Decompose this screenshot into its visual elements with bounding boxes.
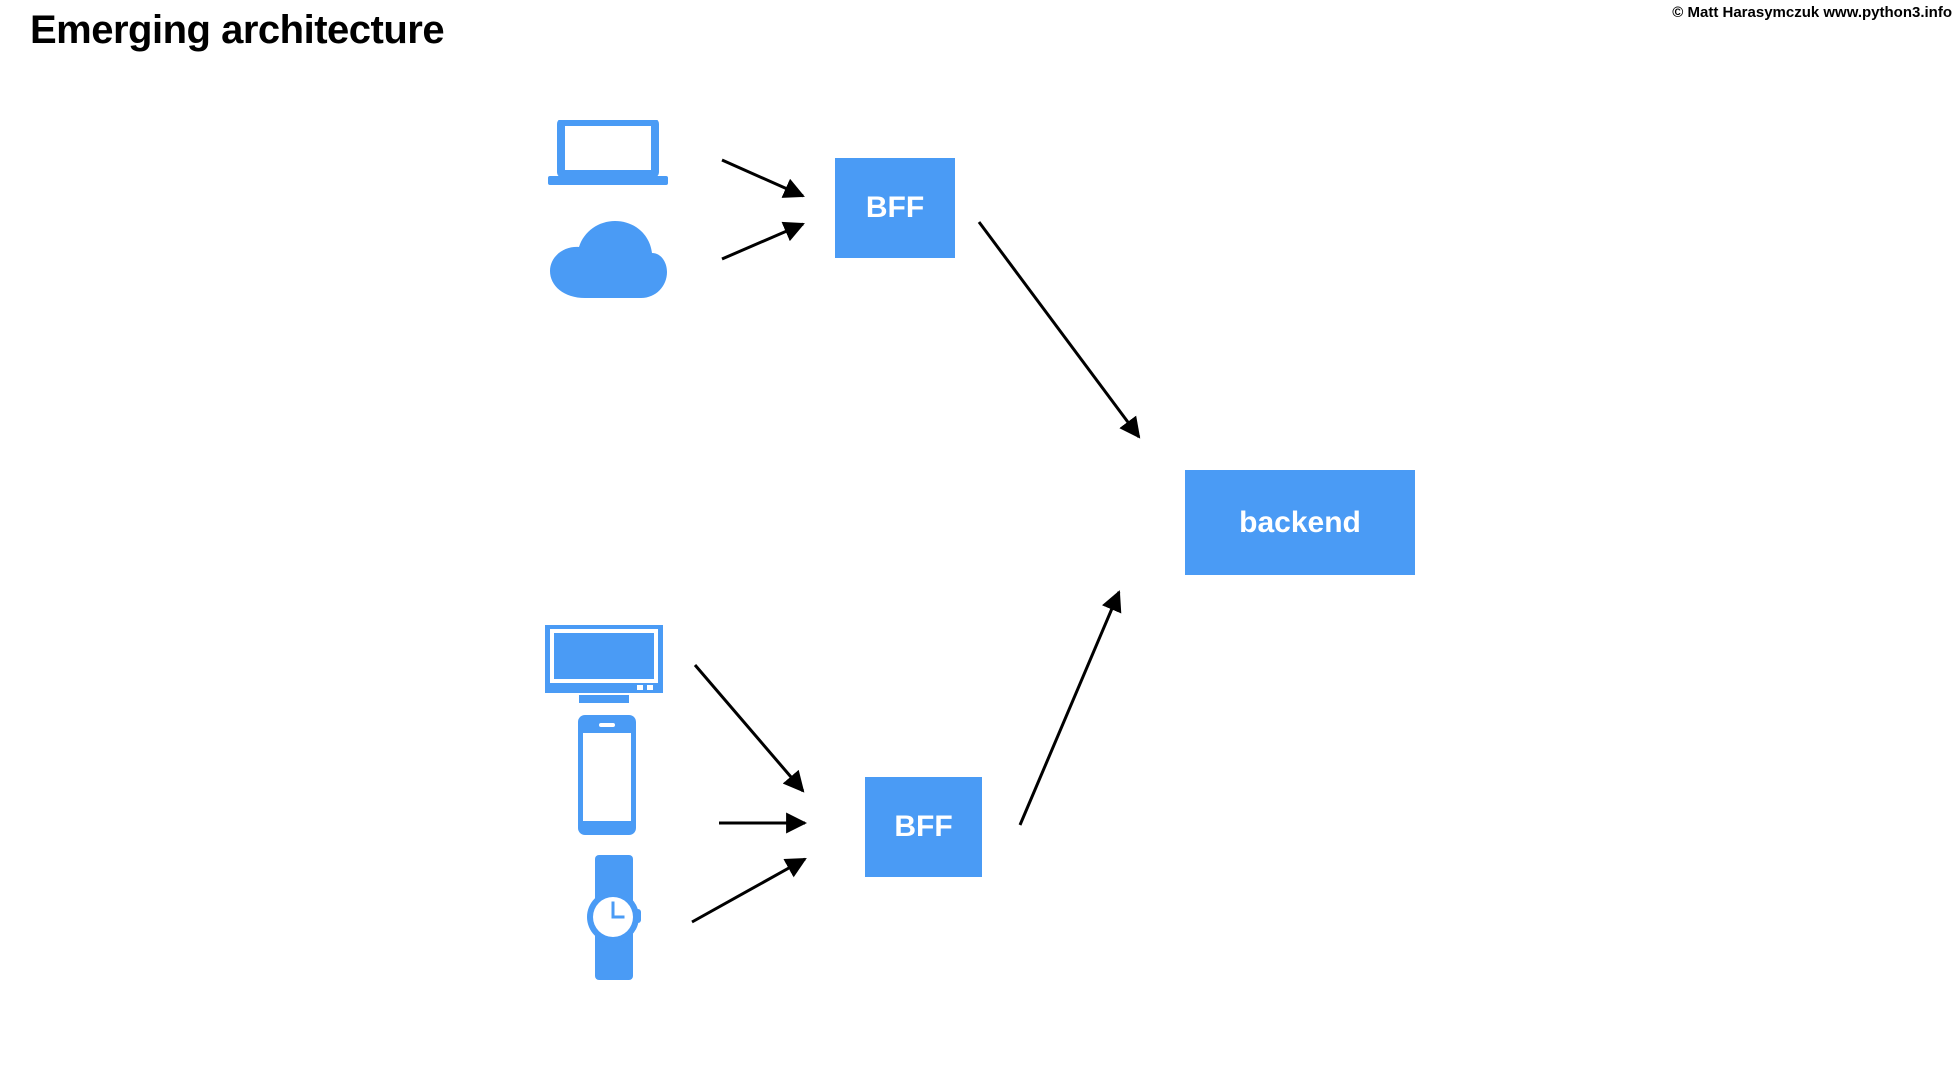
tv-icon: [545, 625, 663, 703]
node-backend[interactable]: backend: [1185, 470, 1415, 575]
arrow-smartwatch-to-bff-bottom: [691, 857, 807, 924]
smartwatch-icon: [585, 855, 643, 980]
smartphone-icon: [578, 715, 636, 835]
arrow-cloud-to-bff-top: [721, 221, 805, 261]
page-title: Emerging architecture: [30, 8, 445, 52]
arrow-tv-to-bff-bottom: [693, 664, 805, 793]
laptop-icon: [548, 120, 668, 190]
node-bff-top[interactable]: BFF: [835, 158, 955, 258]
arrow-bff-top-to-backend: [977, 221, 1141, 439]
cloud-icon: [548, 220, 668, 300]
node-backend-label: backend: [1239, 505, 1361, 539]
copyright-credit: © Matt Harasymczuk www.python3.info: [1672, 4, 1952, 21]
node-bff-top-label: BFF: [865, 191, 925, 224]
node-bff-bottom[interactable]: BFF: [865, 777, 982, 877]
arrow-laptop-to-bff-top: [721, 158, 805, 198]
node-bff-bottom-label: BFF: [894, 810, 953, 843]
arrow-bff-bottom-to-backend: [1018, 590, 1122, 826]
